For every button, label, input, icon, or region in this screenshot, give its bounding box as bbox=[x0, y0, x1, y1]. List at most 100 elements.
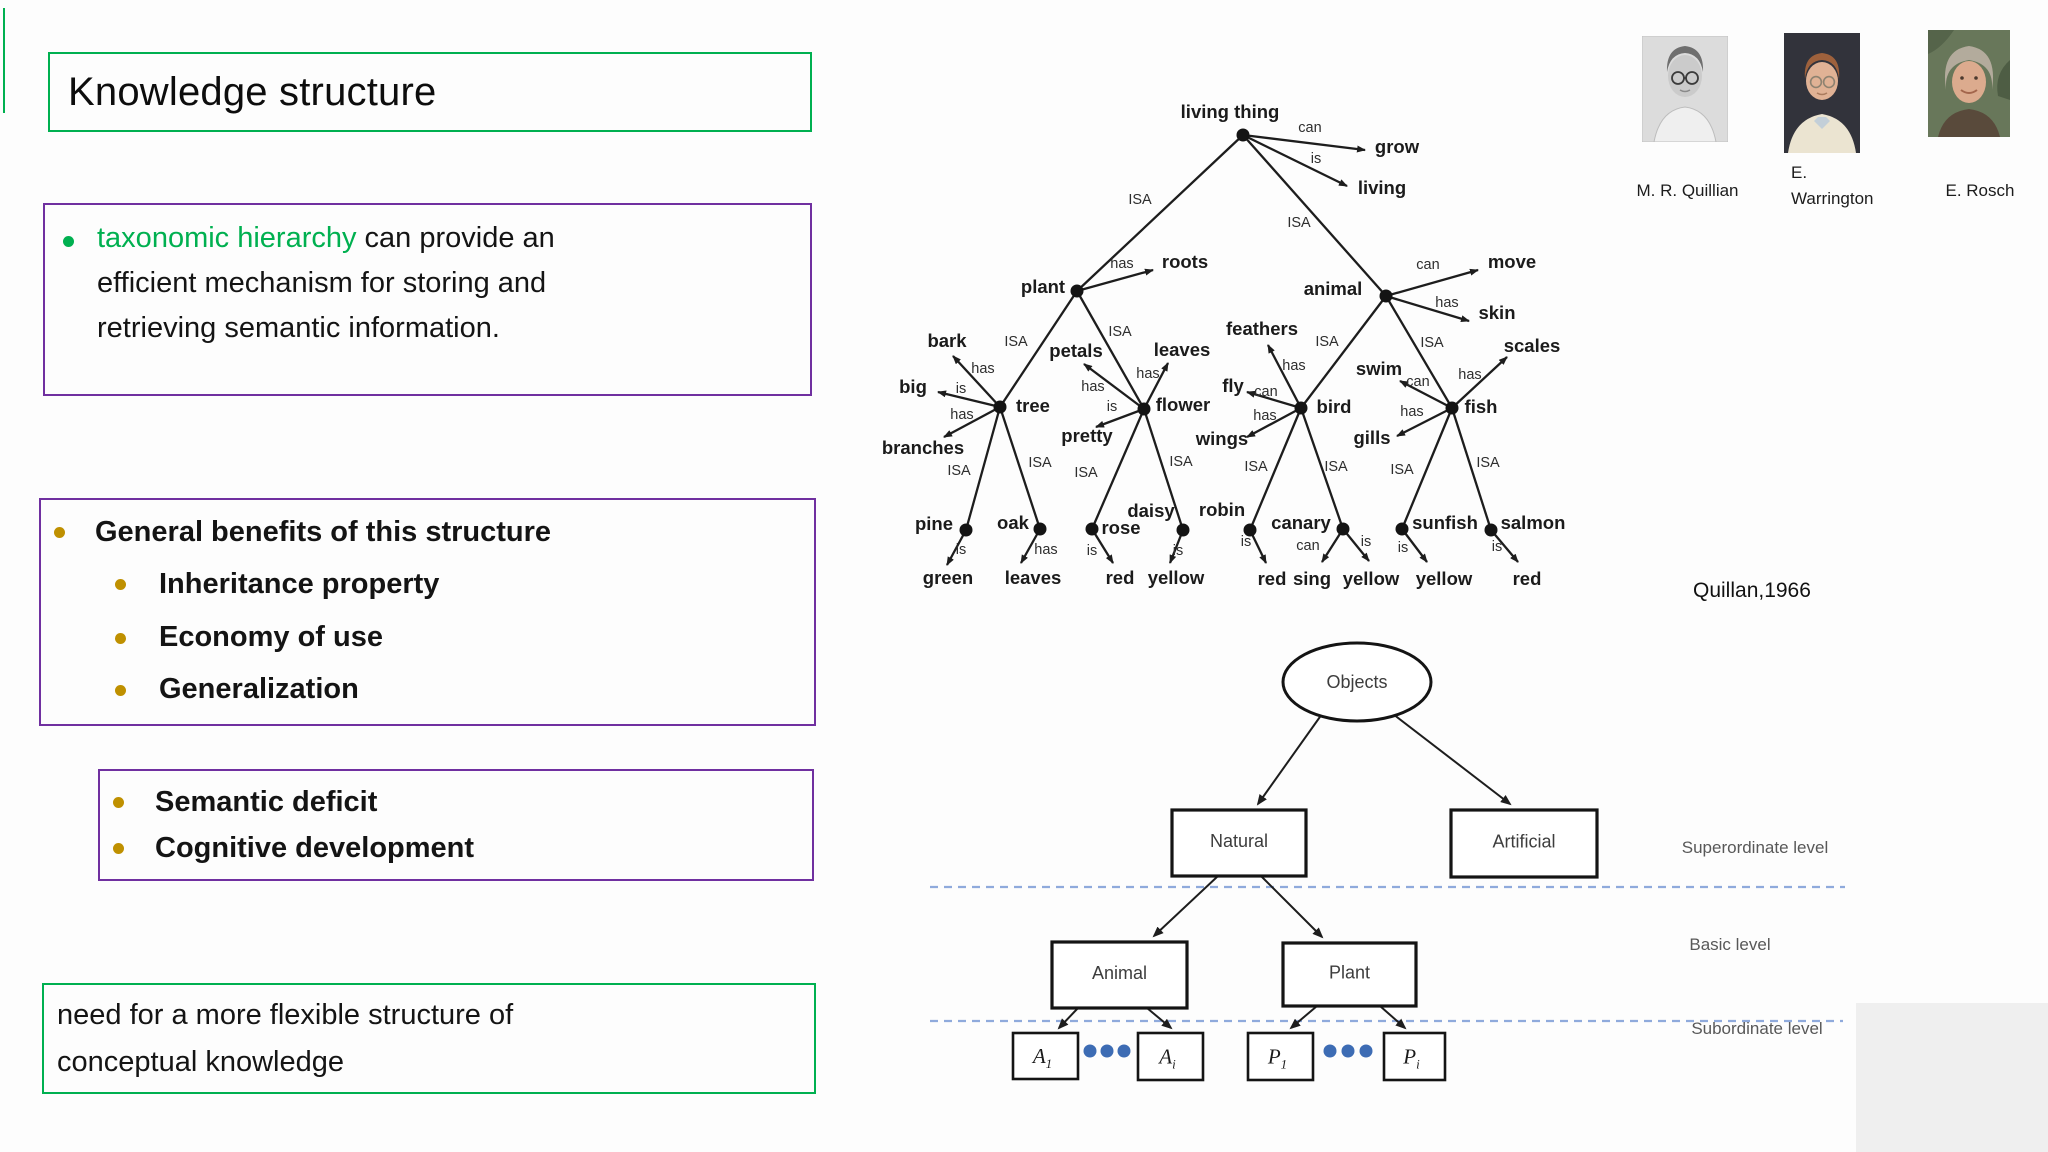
network-node-tree bbox=[993, 400, 1007, 414]
issue-item: Semantic deficit bbox=[155, 786, 378, 818]
subordinate-box-label: Ai bbox=[1157, 1045, 1176, 1072]
attribute-word: yellow bbox=[1148, 567, 1205, 588]
relation-label: has bbox=[1081, 379, 1104, 395]
isa-edge-label: ISA bbox=[1244, 459, 1268, 475]
isa-edge bbox=[998, 406, 1042, 530]
relation-label: has bbox=[1253, 408, 1276, 424]
hierarchy-box bbox=[1281, 941, 1418, 1008]
hierarchy-box-label: Animal bbox=[1092, 963, 1147, 983]
ellipsis-dot-icon bbox=[1341, 1044, 1355, 1058]
citation-label: Quillan,1966 bbox=[1693, 579, 1811, 602]
attribute-edge bbox=[1342, 528, 1370, 562]
attribute-word: swim bbox=[1356, 358, 1402, 379]
isa-edge-label: ISA bbox=[947, 463, 971, 479]
attribute-word: pretty bbox=[1061, 425, 1113, 446]
issues-box: Semantic deficit Cognitive development bbox=[98, 769, 814, 881]
objects-ellipse bbox=[1281, 641, 1433, 723]
hierarchy-arrow bbox=[1256, 713, 1323, 806]
level-label: Superordinate level bbox=[1682, 838, 1828, 857]
level-label: Basic level bbox=[1689, 935, 1770, 954]
intro-line-1: taxonomic hierarchy can provide an bbox=[97, 222, 555, 254]
attribute-word: red bbox=[1258, 568, 1287, 589]
relation-label: is bbox=[1087, 543, 1097, 559]
corner-background bbox=[1856, 1003, 2048, 1152]
attribute-word: sing bbox=[1293, 568, 1331, 589]
attribute-word: yellow bbox=[1343, 568, 1400, 589]
network-node-label: sunfish bbox=[1412, 512, 1478, 533]
conclusion-line-1: need for a more flexible structure of bbox=[57, 999, 514, 1031]
network-node-living bbox=[1236, 128, 1250, 142]
attribute-word: petals bbox=[1049, 340, 1102, 361]
conclusion-box: need for a more flexible structure of co… bbox=[42, 983, 816, 1094]
network-node-label: rose bbox=[1101, 517, 1140, 538]
hierarchy-box-label: Plant bbox=[1329, 963, 1370, 983]
attribute-edge bbox=[937, 390, 1001, 409]
attribute-word: green bbox=[923, 567, 973, 588]
attribute-edge bbox=[1385, 268, 1479, 298]
network-node-oak bbox=[1033, 522, 1047, 536]
hierarchy-box bbox=[1170, 808, 1308, 878]
benefits-heading: General benefits of this structure bbox=[95, 516, 552, 548]
network-node-label: canary bbox=[1271, 512, 1331, 533]
subordinate-box bbox=[1382, 1031, 1447, 1082]
isa-edge-label: ISA bbox=[1324, 459, 1348, 475]
network-node-fish bbox=[1445, 401, 1459, 415]
slide-edge-accent bbox=[3, 8, 5, 113]
relation-label: can bbox=[1254, 384, 1277, 400]
relation-label: has bbox=[1400, 404, 1423, 420]
isa-edge bbox=[1385, 295, 1453, 409]
attribute-word: red bbox=[1513, 568, 1542, 589]
isa-edge bbox=[1075, 290, 1146, 410]
hierarchy-box bbox=[1050, 940, 1189, 1010]
attribute-edge bbox=[952, 355, 1001, 408]
network-node-animal bbox=[1379, 289, 1393, 303]
hierarchy-arrow bbox=[1392, 713, 1512, 806]
network-node-label: fish bbox=[1465, 396, 1498, 417]
isa-edge-label: ISA bbox=[1108, 324, 1132, 340]
hierarchy-arrow bbox=[1057, 1007, 1079, 1030]
relation-label: can bbox=[1416, 257, 1439, 273]
attribute-edge bbox=[943, 405, 1001, 439]
attribute-edge bbox=[1242, 133, 1366, 153]
network-node-label: animal bbox=[1304, 278, 1363, 299]
relation-label: is bbox=[1311, 151, 1321, 167]
relation-label: is bbox=[1107, 399, 1117, 415]
subordinate-box bbox=[1136, 1031, 1205, 1082]
attribute-word: skin bbox=[1478, 302, 1515, 323]
network-node-label: plant bbox=[1021, 276, 1065, 297]
isa-edge bbox=[1076, 134, 1244, 292]
relation-label: is bbox=[1492, 539, 1502, 555]
isa-edge bbox=[1299, 407, 1345, 530]
attribute-edge bbox=[1091, 528, 1114, 564]
isa-edge bbox=[1248, 407, 1303, 531]
attribute-word: branches bbox=[882, 437, 964, 458]
attribute-word: wings bbox=[1195, 428, 1248, 449]
intro-line-2: efficient mechanism for storing and bbox=[97, 267, 547, 299]
attribute-edge bbox=[1396, 406, 1453, 438]
hierarchy-arrow bbox=[1379, 1005, 1407, 1030]
isa-edge-label: ISA bbox=[1476, 455, 1500, 471]
isa-edge bbox=[964, 406, 1002, 531]
network-node-plant bbox=[1070, 284, 1084, 298]
bullet-icon bbox=[63, 236, 74, 247]
bullet-icon bbox=[115, 633, 126, 644]
relation-label: has bbox=[1435, 295, 1458, 311]
bullet-icon bbox=[115, 579, 126, 590]
isa-edge bbox=[1300, 295, 1387, 409]
network-node-label: bird bbox=[1317, 396, 1352, 417]
relation-label: is bbox=[1398, 540, 1408, 556]
level-label: Subordinate level bbox=[1691, 1019, 1822, 1038]
ellipsis-dot-icon bbox=[1100, 1044, 1114, 1058]
network-node-canary bbox=[1336, 522, 1350, 536]
attribute-edge bbox=[1385, 294, 1470, 323]
attribute-word: yellow bbox=[1416, 568, 1473, 589]
rosch-portrait-icon bbox=[1928, 30, 2010, 137]
hierarchy-box bbox=[1449, 808, 1599, 879]
benefit-item: Inheritance property bbox=[159, 568, 440, 600]
network-node-label: living thing bbox=[1181, 101, 1280, 122]
bullet-icon bbox=[54, 527, 65, 538]
network-node-bird bbox=[1294, 401, 1308, 415]
isa-edge bbox=[1450, 407, 1493, 531]
attribute-word: bark bbox=[927, 330, 967, 351]
